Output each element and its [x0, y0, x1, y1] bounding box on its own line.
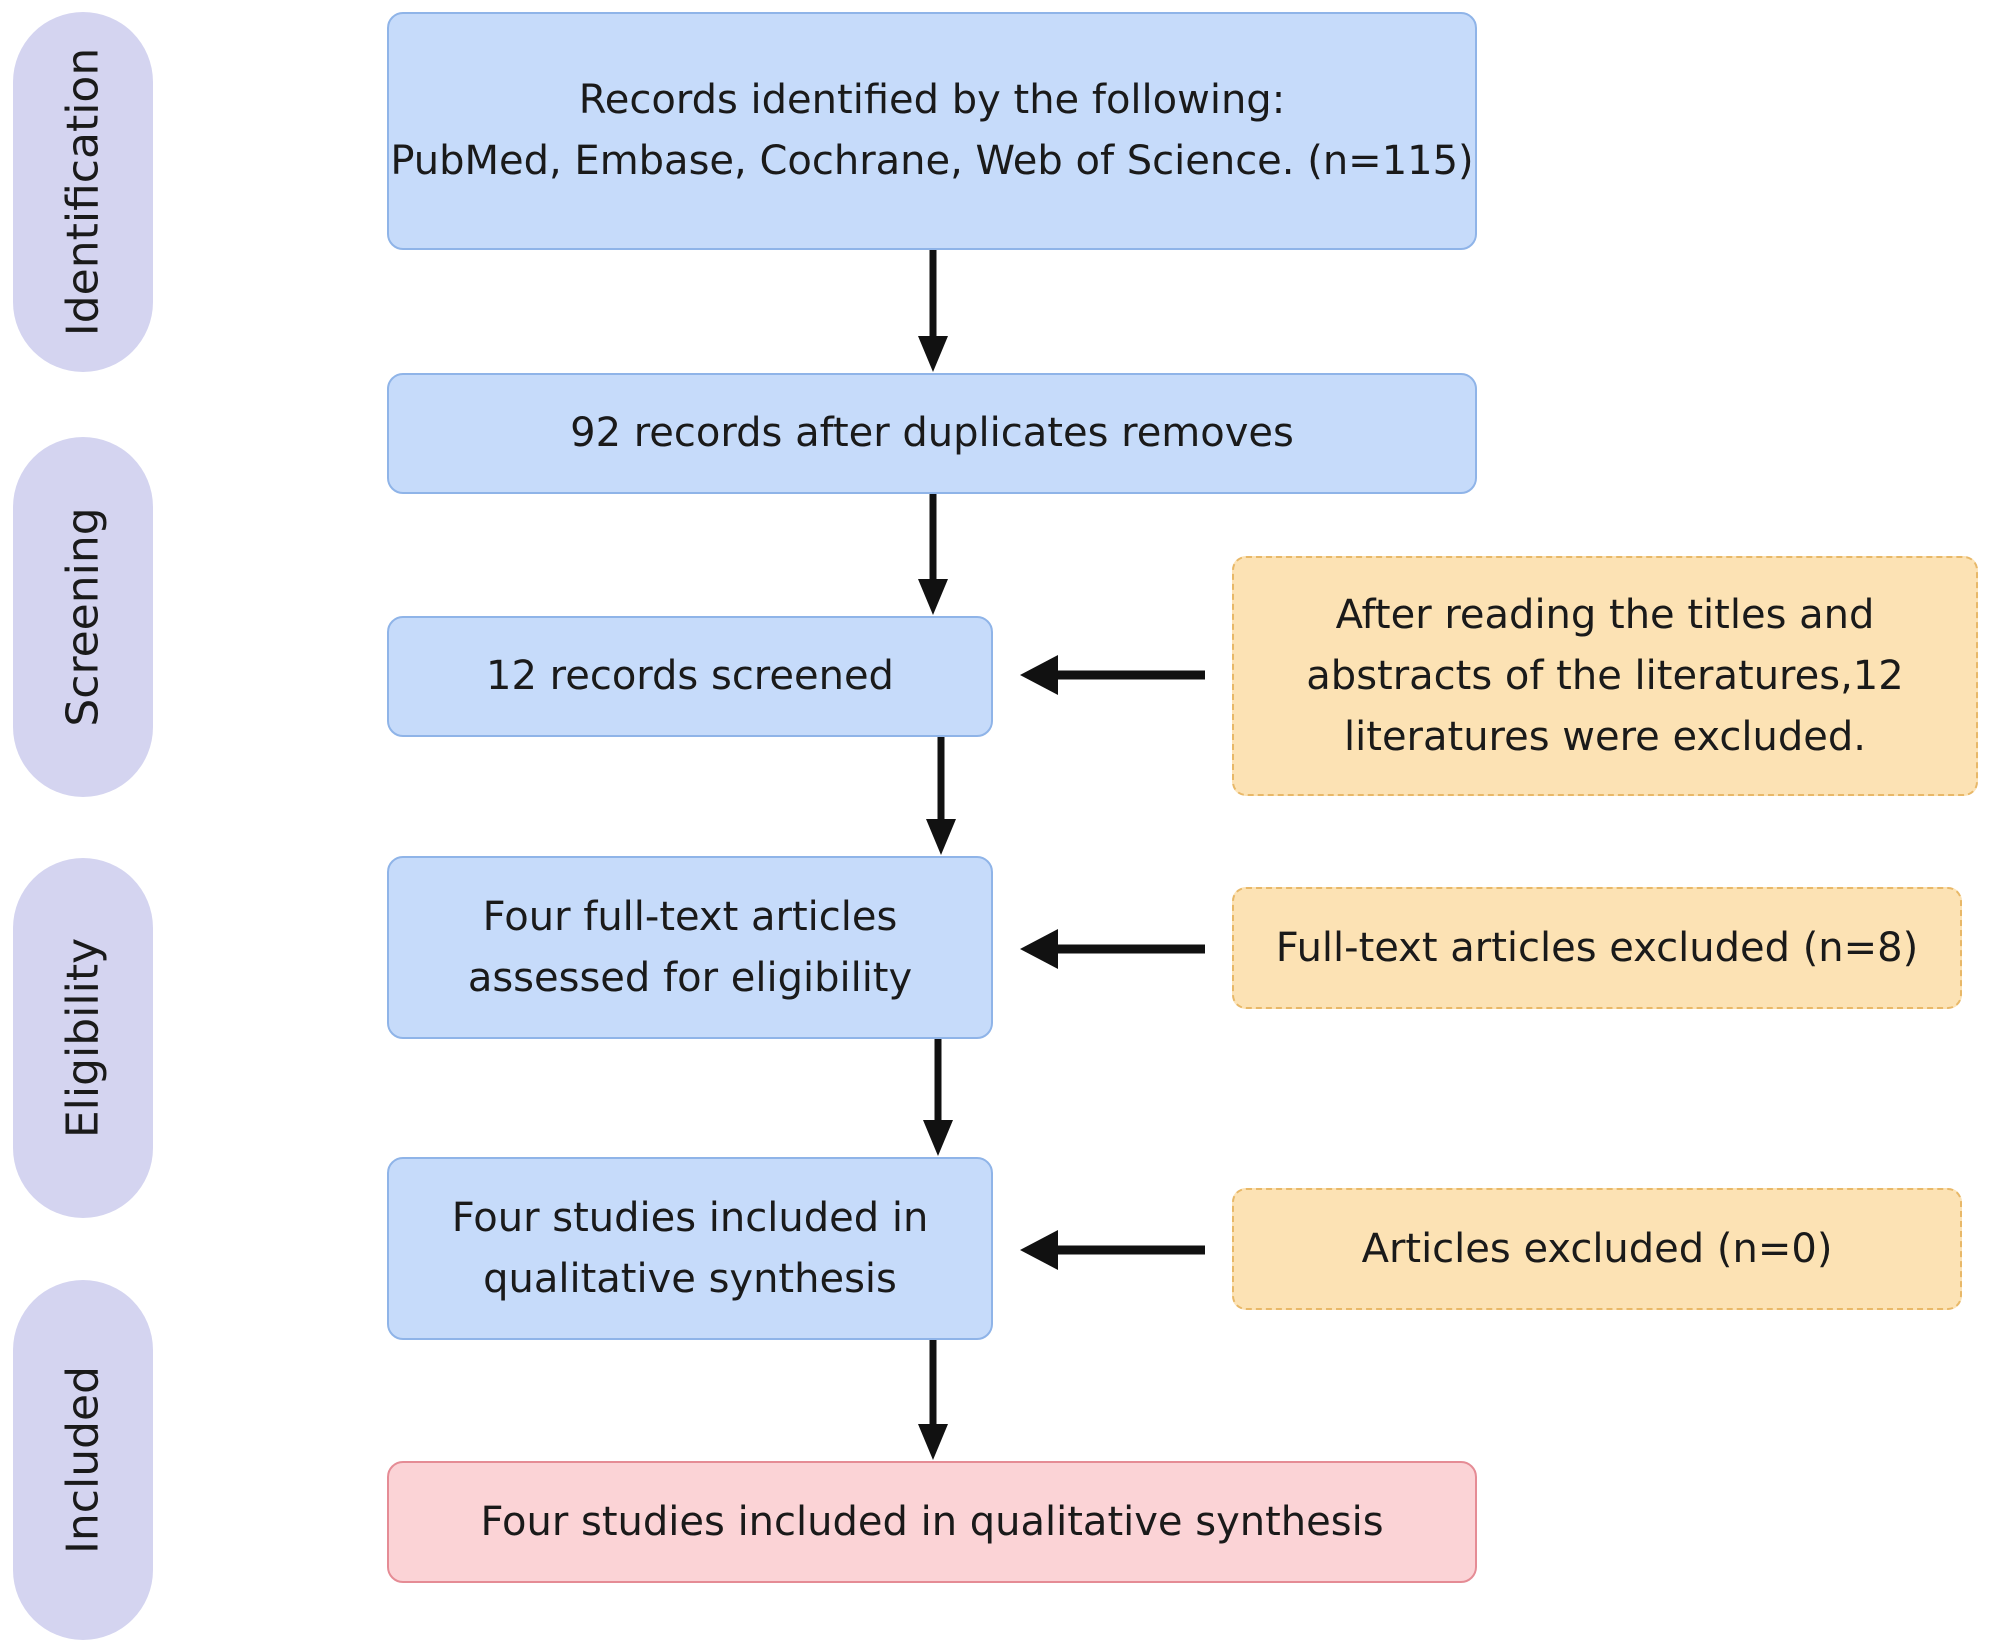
- records-identified-box: Records identified by the following: Pub…: [387, 12, 1477, 250]
- fulltext-assessed-line1: Four full-text articles: [482, 893, 898, 940]
- fulltext-exclusion-text: Full-text articles excluded (n=8): [1275, 924, 1919, 971]
- records-screened-box: 12 records screened: [387, 616, 993, 737]
- phase-eligibility-label: Eligibility: [57, 937, 109, 1139]
- fulltext-exclusion-box: Full-text articles excluded (n=8): [1232, 887, 1962, 1009]
- arrow-articles-exclusion: [1020, 1230, 1205, 1270]
- arrow-studies-to-final: [918, 1340, 948, 1460]
- fulltext-assessed-line2: assessed for eligibility: [467, 954, 913, 1001]
- studies-qualitative-line2: qualitative synthesis: [483, 1255, 897, 1302]
- arrow-fulltext-to-studies: [923, 1039, 953, 1156]
- arrow-duplicates-to-screened: [918, 494, 948, 615]
- phase-eligibility: Eligibility: [13, 858, 153, 1218]
- phase-included-label: Included: [57, 1365, 109, 1555]
- records-identified-line1: Records identified by the following:: [578, 77, 1286, 123]
- phase-screening-label: Screening: [57, 507, 109, 727]
- phase-included: Included: [13, 1280, 153, 1640]
- after-duplicates-text: 92 records after duplicates removes: [570, 410, 1294, 456]
- screening-exclusion-box: After reading the titles and abstracts o…: [1232, 556, 1978, 796]
- screening-exclusion-line3: literatures were excluded.: [1344, 713, 1866, 760]
- fulltext-assessed-box: Four full-text articles assessed for eli…: [387, 856, 993, 1039]
- after-duplicates-box: 92 records after duplicates removes: [387, 373, 1477, 494]
- records-identified-line2: PubMed, Embase, Cochrane, Web of Science…: [390, 138, 1474, 184]
- arrow-screening-exclusion: [1020, 655, 1205, 695]
- arrow-identified-to-duplicates: [918, 250, 948, 372]
- screening-exclusion-line2: abstracts of the literatures,12: [1306, 652, 1904, 699]
- articles-exclusion-text: Articles excluded (n=0): [1361, 1225, 1833, 1272]
- arrow-screened-to-fulltext: [926, 737, 956, 855]
- phase-identification-label: Identification: [57, 47, 109, 337]
- screening-exclusion-line1: After reading the titles and: [1335, 591, 1875, 638]
- phase-screening: Screening: [13, 437, 153, 797]
- phase-identification: Identification: [13, 12, 153, 372]
- articles-exclusion-box: Articles excluded (n=0): [1232, 1188, 1962, 1310]
- records-screened-text: 12 records screened: [486, 653, 894, 699]
- studies-qualitative-line1: Four studies included in: [451, 1194, 929, 1241]
- arrow-fulltext-exclusion: [1020, 929, 1205, 969]
- final-included-text: Four studies included in qualitative syn…: [480, 1498, 1384, 1545]
- studies-qualitative-box: Four studies included in qualitative syn…: [387, 1157, 993, 1340]
- final-included-box: Four studies included in qualitative syn…: [387, 1461, 1477, 1583]
